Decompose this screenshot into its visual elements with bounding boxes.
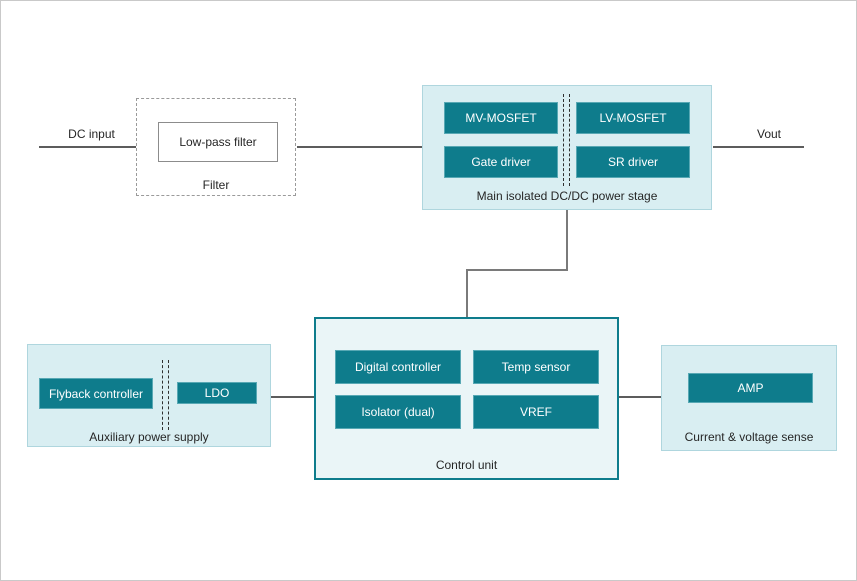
- flyback-controller-node: Flyback controller: [39, 378, 153, 409]
- vref-node: VREF: [473, 395, 599, 429]
- gate-driver-node: Gate driver: [444, 146, 558, 178]
- sense-panel: AMP Current & voltage sense: [661, 345, 837, 451]
- dc-input-wire: [39, 146, 136, 148]
- aux-to-control-wire: [271, 396, 314, 398]
- isolation-barrier-line: [168, 360, 169, 430]
- control-unit-caption: Control unit: [435, 458, 498, 472]
- main-to-control-wire-h: [466, 269, 568, 271]
- main-stage-caption: Main isolated DC/DC power stage: [476, 189, 658, 203]
- sense-caption: Current & voltage sense: [684, 430, 814, 444]
- lowpass-filter-node: Low-pass filter: [158, 122, 278, 162]
- main-to-control-wire-v2: [466, 269, 468, 317]
- vout-label: Vout: [756, 127, 782, 141]
- aux-supply-panel: Flyback controller LDO Auxiliary power s…: [27, 344, 271, 447]
- filter-group: [136, 98, 296, 196]
- amp-node: AMP: [688, 373, 813, 403]
- main-to-control-wire-v1: [566, 210, 568, 271]
- filter-to-main-wire: [297, 146, 422, 148]
- isolator-node: Isolator (dual): [335, 395, 461, 429]
- sr-driver-node: SR driver: [576, 146, 690, 178]
- aux-supply-caption: Auxiliary power supply: [89, 430, 209, 444]
- mv-mosfet-node: MV-MOSFET: [444, 102, 558, 134]
- control-to-sense-wire: [619, 396, 661, 398]
- dc-input-label: DC input: [68, 127, 115, 141]
- filter-caption: Filter: [202, 178, 230, 192]
- vout-wire: [713, 146, 804, 148]
- lv-mosfet-node: LV-MOSFET: [576, 102, 690, 134]
- isolation-barrier-line: [162, 360, 163, 430]
- control-unit-panel: Digital controller Temp sensor Isolator …: [314, 317, 619, 480]
- temp-sensor-node: Temp sensor: [473, 350, 599, 384]
- isolation-barrier-line: [569, 94, 570, 186]
- ldo-node: LDO: [177, 382, 257, 404]
- main-stage-panel: MV-MOSFET LV-MOSFET Gate driver SR drive…: [422, 85, 712, 210]
- digital-controller-node: Digital controller: [335, 350, 461, 384]
- isolation-barrier-line: [563, 94, 564, 186]
